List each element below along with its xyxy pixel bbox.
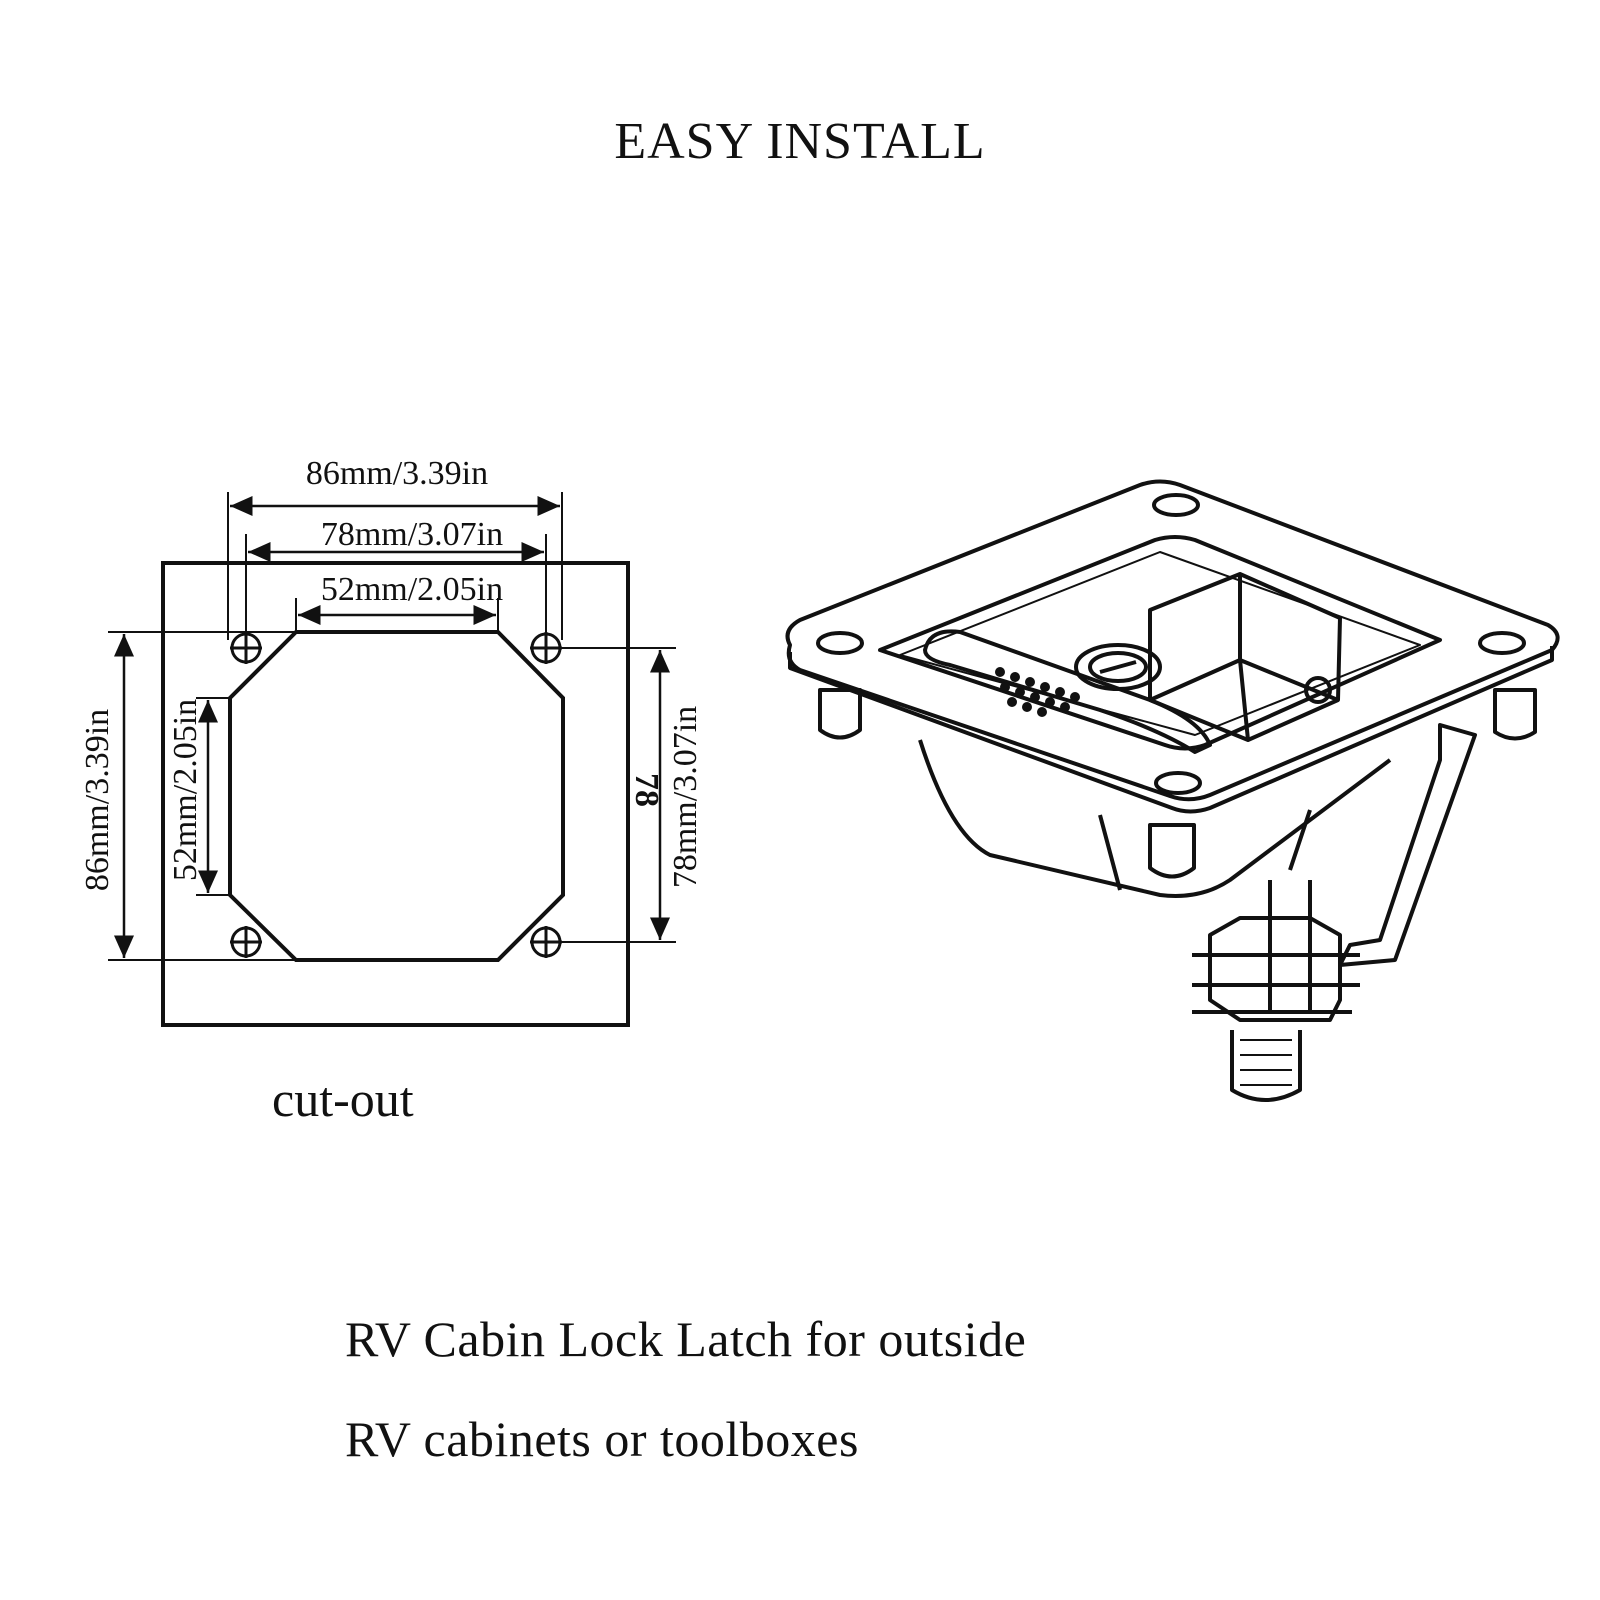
description-line-2: RV cabinets or toolboxes <box>345 1411 859 1467</box>
dim-label-right: 78mm/3.07in <box>667 706 704 888</box>
nut <box>1208 916 1342 1022</box>
key-cylinder <box>1074 643 1162 691</box>
dim-label-top-outer: 86mm/3.39in <box>306 455 488 492</box>
stud-end <box>1230 1030 1302 1102</box>
dim-label-top-inner: 52mm/2.05in <box>321 571 503 608</box>
dim-label-right-small: 78 <box>628 773 665 807</box>
mounting-holes <box>230 632 562 958</box>
cutout-caption: cut-out <box>272 1071 414 1127</box>
page-title: EASY INSTALL <box>614 113 986 170</box>
dim-label-top-middle: 78mm/3.07in <box>321 516 503 553</box>
latch-paddle <box>923 629 1212 754</box>
dim-label-left-outer: 86mm/3.39in <box>79 709 116 891</box>
bracket <box>1338 723 1477 967</box>
cutout-octagon <box>228 630 565 962</box>
description-line-1: RV Cabin Lock Latch for outside <box>345 1311 1027 1367</box>
panel-outline <box>161 561 630 1027</box>
dim-label-left-inner: 52mm/2.05in <box>167 699 204 881</box>
threaded-stud <box>1268 880 1312 1010</box>
